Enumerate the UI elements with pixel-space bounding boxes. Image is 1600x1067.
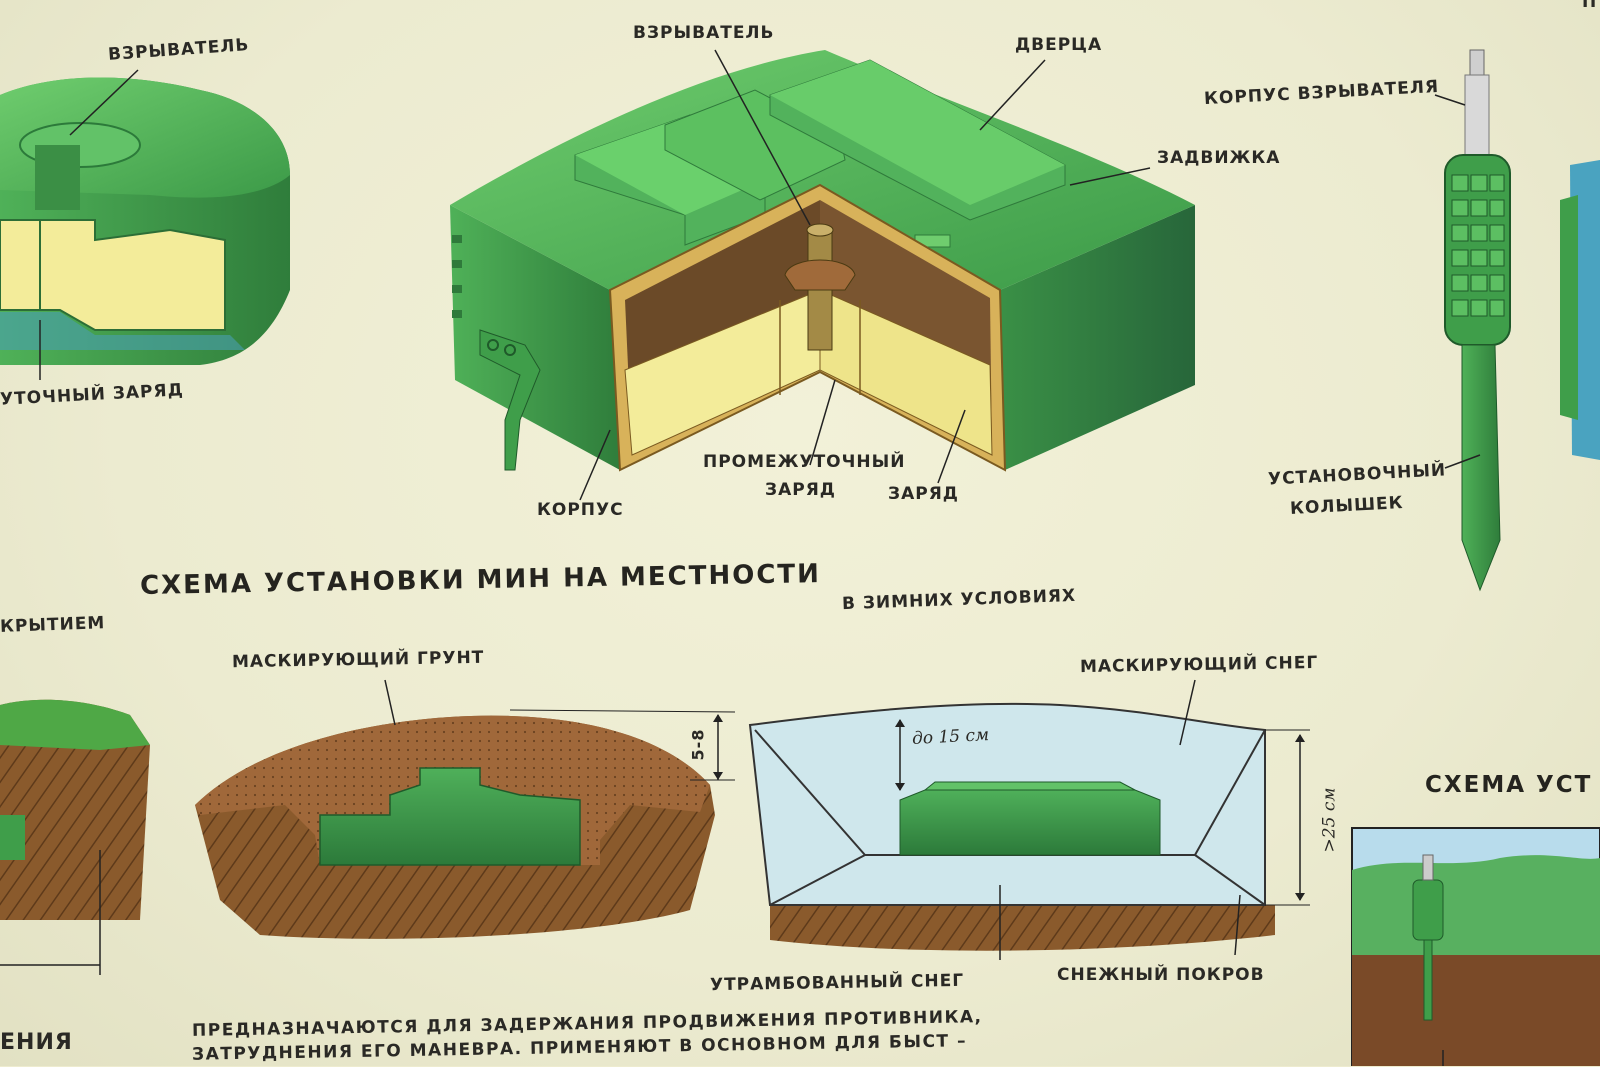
stake-fuze-right — [1434, 49, 1600, 592]
label-body: КОРПУС — [537, 500, 624, 520]
buried-mine-soil — [195, 679, 736, 939]
soil-section-left-partial — [0, 699, 150, 975]
label-booster-center-1: ПРОМЕЖУТОЧНЫЙ — [703, 452, 906, 472]
label-snow-cover: СНЕЖНЫЙ ПОКРОВ — [1057, 965, 1265, 985]
label-snow-height: >25 см — [1319, 787, 1340, 853]
label-booster-center-2: ЗАРЯД — [765, 480, 836, 500]
label-depth-snow: до 15 см — [911, 724, 990, 750]
round-mine-left — [0, 69, 290, 380]
label-masking-snow: МАСКИРУЮЩИЙ СНЕГ — [1079, 652, 1319, 678]
snow-mine-winter — [748, 679, 1310, 960]
label-latch: ЗАДВИЖКА — [1157, 148, 1281, 168]
label-bottom-left-fragment: ЕНИЯ — [0, 1030, 73, 1055]
label-cover-fragment: КРЫТИЕМ — [0, 613, 106, 637]
label-door: ДВЕРЦА — [1015, 35, 1103, 55]
grass-scene-right-partial — [1351, 827, 1600, 1066]
label-fuze-center: ВЗРЫВАТЕЛЬ — [633, 23, 775, 43]
title-right-fragment: СХЕМА УСТ — [1425, 772, 1593, 798]
label-depth-soil: 5-8 — [688, 728, 708, 761]
label-charge: ЗАРЯД — [888, 484, 959, 504]
label-top-right-fragment: П — [1582, 0, 1598, 12]
box-mine-center — [450, 49, 1195, 501]
